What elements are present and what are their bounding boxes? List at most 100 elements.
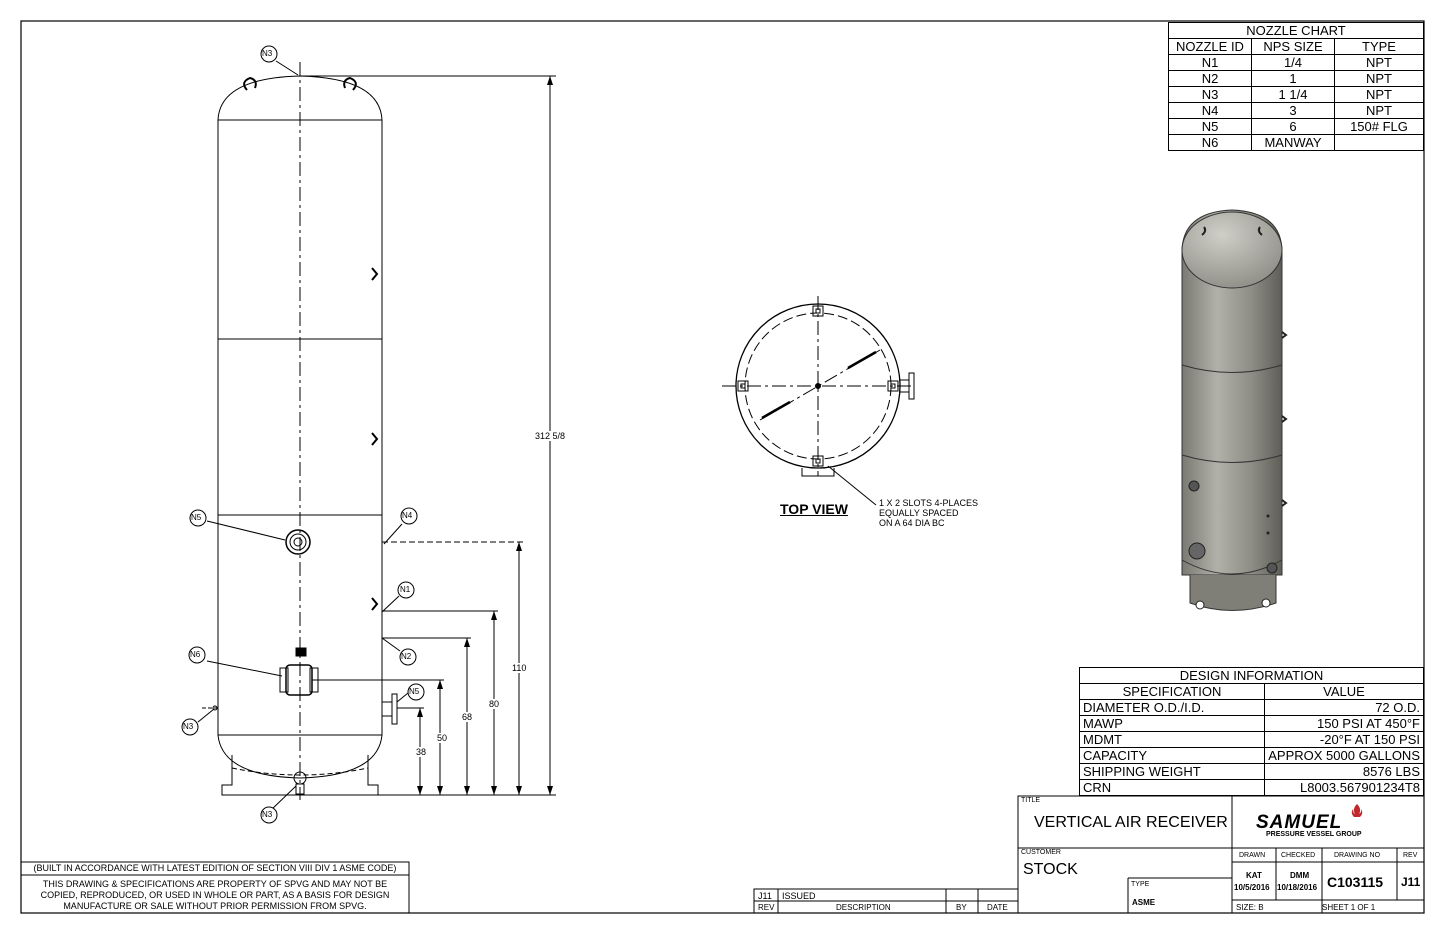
property-note-line-1: THIS DRAWING & SPECIFICATIONS ARE PROPER…	[42, 879, 388, 889]
nozzle-id: N5	[1168, 118, 1252, 135]
balloon-n3-top: N3	[262, 49, 273, 58]
balloon-n3-bottom: N3	[262, 810, 273, 819]
spec-value: L8003.567901234T8	[1264, 779, 1424, 796]
drawing-number: C103115	[1327, 874, 1384, 890]
dim-38: 38	[416, 747, 427, 757]
nozzle-chart-title: NOZZLE CHART	[1168, 22, 1424, 39]
table-row: DIAMETER O.D./I.D.72 O.D.	[1079, 699, 1424, 716]
table-row: MDMT-20°F AT 150 PSI	[1079, 731, 1424, 748]
spec-name: CAPACITY	[1079, 747, 1265, 764]
revision-header-description: DESCRIPTION	[836, 903, 891, 912]
checked-by: DMM	[1290, 871, 1310, 880]
asme-code-note: (BUILT IN ACCORDANCE WITH LATEST EDITION…	[33, 863, 397, 873]
spec-name: DIAMETER O.D./I.D.	[1079, 699, 1265, 716]
top-view	[722, 296, 915, 506]
spec-value: 8576 LBS	[1264, 763, 1424, 780]
rev-label: REV	[1403, 852, 1418, 859]
dim-overall-height: 312 5/8	[535, 431, 566, 441]
revision-rev: J11	[758, 891, 772, 901]
drawn-by: KAT	[1246, 871, 1262, 880]
nozzle-id: N3	[1168, 86, 1252, 103]
spec-value: 72 O.D.	[1264, 699, 1424, 716]
nozzle-id: N6	[1168, 134, 1252, 151]
balloon-n6: N6	[190, 650, 201, 659]
nozzle-header-id: NOZZLE ID	[1168, 38, 1252, 55]
balloon-n5-side: N5	[409, 687, 420, 696]
checked-date: 10/18/2016	[1277, 883, 1318, 892]
customer-label: CUSTOMER	[1021, 849, 1061, 856]
spec-value: -20°F AT 150 PSI	[1264, 731, 1424, 748]
drawing-rev: J11	[1401, 875, 1421, 889]
dim-50: 50	[437, 733, 448, 743]
elevation-view	[181, 45, 556, 824]
type-label: TYPE	[1131, 881, 1150, 888]
type-value: ASME	[1132, 898, 1156, 907]
spec-name: CRN	[1079, 779, 1265, 796]
balloon-n2: N2	[401, 652, 412, 661]
nozzle-id: N1	[1168, 54, 1252, 71]
top-view-note-1: 1 X 2 SLOTS 4-PLACES	[879, 498, 979, 508]
drawn-label: DRAWN	[1239, 852, 1266, 859]
spec-value: APPROX 5000 GALLONS	[1264, 747, 1424, 764]
nozzle-size: 1/4	[1251, 54, 1335, 71]
spec-name: SHIPPING WEIGHT	[1079, 763, 1265, 780]
dim-80: 80	[489, 699, 500, 709]
sheet-number: SHEET 1 OF 1	[1322, 903, 1376, 912]
logo-subtitle: PRESSURE VESSEL GROUP	[1266, 831, 1362, 838]
design-info-title: DESIGN INFORMATION	[1079, 667, 1424, 684]
spec-name: MAWP	[1079, 715, 1265, 732]
nozzle-header-size: NPS SIZE	[1251, 38, 1335, 55]
nozzle-id: N4	[1168, 102, 1252, 119]
balloon-n1: N1	[400, 585, 411, 594]
revision-header-by: BY	[956, 903, 967, 912]
dim-110: 110	[512, 663, 527, 673]
top-view-note-3: ON A 64 DIA BC	[879, 518, 945, 528]
customer-name: STOCK	[1023, 861, 1078, 878]
sheet-size: SIZE: B	[1236, 903, 1264, 912]
design-header-spec: SPECIFICATION	[1079, 683, 1265, 700]
nozzle-header-type: TYPE	[1334, 38, 1424, 55]
property-note-line-2: COPIED, REPRODUCED, OR USED IN WHOLE OR …	[40, 890, 390, 900]
sheet-border	[20, 20, 1425, 914]
drawn-date: 10/5/2016	[1234, 883, 1270, 892]
design-information-table: DESIGN INFORMATION SPECIFICATION VALUE D…	[1079, 667, 1424, 796]
title-block-lines	[20, 795, 1425, 914]
design-header-value: VALUE	[1264, 683, 1424, 700]
drawing-title: VERTICAL AIR RECEIVER	[1034, 814, 1228, 831]
nozzle-size: 1 1/4	[1251, 86, 1335, 103]
dim-68: 68	[462, 712, 473, 722]
nozzle-size: MANWAY	[1251, 134, 1335, 151]
balloon-n5: N5	[191, 513, 202, 522]
drawing-no-label: DRAWING NO	[1334, 852, 1381, 859]
revision-header-rev: REV	[758, 903, 775, 912]
logo-name: SAMUEL	[1256, 812, 1343, 833]
nozzle-size: 3	[1251, 102, 1335, 119]
title-label: TITLE	[1021, 797, 1041, 804]
spec-value: 150 PSI AT 450°F	[1264, 715, 1424, 732]
revision-header-date: DATE	[987, 903, 1008, 912]
top-view-note-2: EQUALLY SPACED	[879, 508, 959, 518]
nozzle-size: 6	[1251, 118, 1335, 135]
samuel-logo: SAMUEL PRESSURE VESSEL GROUP	[1244, 804, 1414, 840]
checked-label: CHECKED	[1281, 852, 1316, 859]
nozzle-id: N2	[1168, 70, 1252, 87]
balloon-n3-side: N3	[183, 722, 194, 731]
nozzle-type: NPT	[1334, 86, 1424, 103]
nozzle-type: NPT	[1334, 70, 1424, 87]
nozzle-type: NPT	[1334, 102, 1424, 119]
balloon-n4: N4	[402, 511, 413, 520]
tank-isometric	[1181, 209, 1288, 611]
revision-description: ISSUED	[782, 891, 816, 901]
nozzle-type: NPT	[1334, 54, 1424, 71]
